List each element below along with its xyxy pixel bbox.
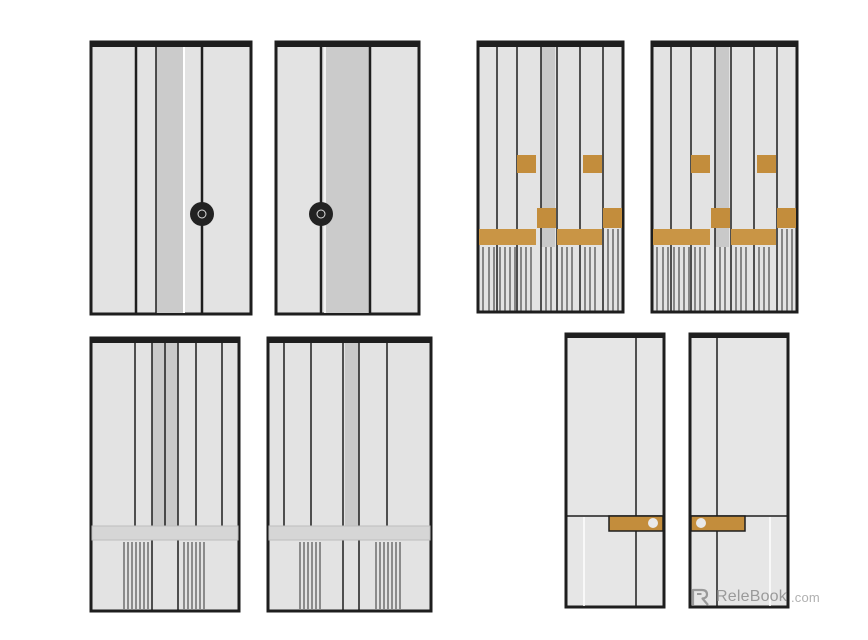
watermark: ReleBook.com (690, 586, 820, 608)
brass-pull-plate-icon (608, 515, 664, 532)
watermark-suffix: .com (790, 589, 820, 605)
relebook-logo-icon (691, 588, 709, 606)
door-panel-8 (688, 332, 790, 609)
door-panel-5 (89, 336, 241, 613)
door-knob-icon (309, 202, 333, 226)
door-panel-7 (564, 332, 666, 609)
door-panel-1 (89, 40, 253, 316)
door-panel-3 (476, 40, 625, 314)
door-panel-2 (274, 40, 421, 316)
door-panel-4 (650, 40, 799, 314)
brass-pull-plate-icon (690, 515, 746, 532)
door-knob-icon (190, 202, 214, 226)
door-panel-6 (266, 336, 433, 613)
watermark-brand: ReleBook (716, 588, 787, 605)
